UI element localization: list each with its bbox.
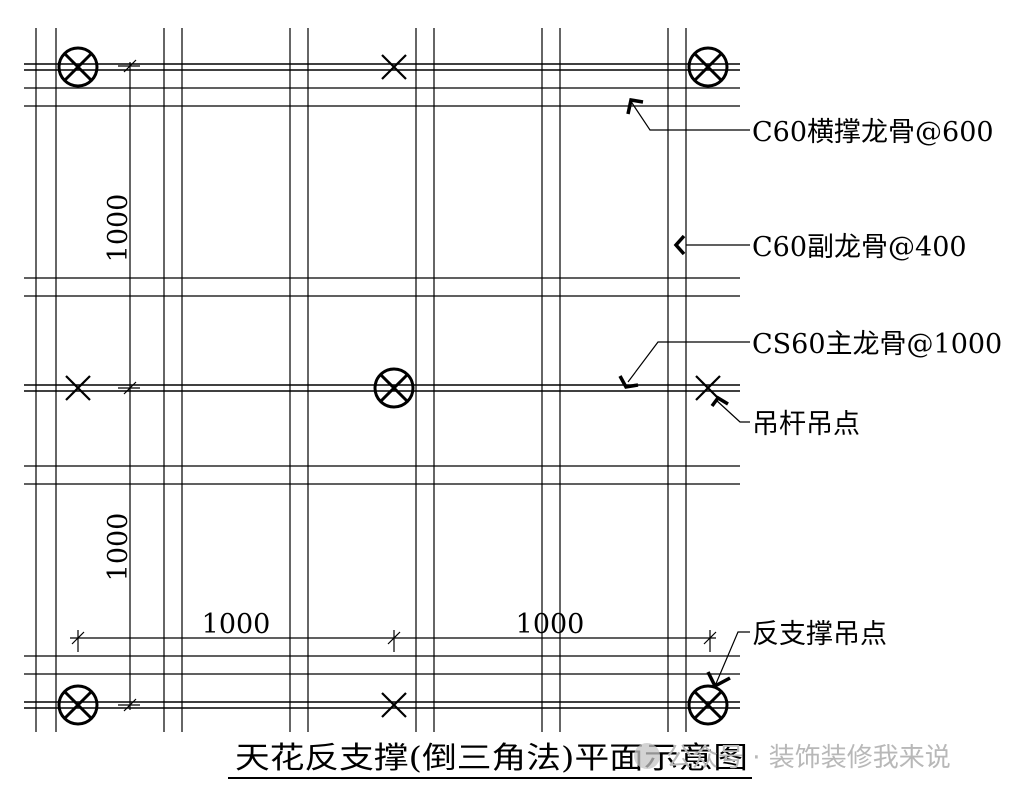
reverse-support-point (57, 684, 99, 726)
label-horizontal-bracing: C60横撑龙骨@600 (752, 117, 994, 148)
hanger-point-mark (695, 375, 721, 401)
horizontal-bracing-joists (24, 87, 740, 675)
label-secondary-joist: C60副龙骨@400 (752, 232, 967, 263)
drawing-title: 天花反支撑(倒三角法)平面示意图 (235, 741, 748, 776)
leader-main-joist (618, 341, 750, 389)
main-joists (24, 63, 740, 709)
dimension-lower-vertical: 1000 (103, 513, 134, 582)
hanger-point-mark (381, 692, 407, 718)
secondary-joists (35, 28, 687, 732)
leader-hanger-point (710, 395, 750, 423)
watermark: 公众号 · 装饰装修我来说 (634, 743, 951, 773)
label-hanger-point: 吊杆吊点 (752, 409, 860, 440)
reverse-support-point (373, 367, 415, 409)
reverse-support-point (687, 46, 729, 88)
leader-secondary-joist (673, 234, 750, 256)
wechat-icon (634, 743, 660, 769)
dimension-upper-vertical: 1000 (103, 194, 134, 263)
leader-horizontal-bracing (626, 97, 750, 131)
reverse-support-point (57, 46, 99, 88)
label-reverse-support-point: 反支撑吊点 (752, 619, 887, 650)
reverse-support-point (687, 684, 729, 726)
dimension-left-horizontal: 1000 (202, 609, 271, 640)
watermark-text: 公众号 · 装饰装修我来说 (666, 743, 951, 773)
hanger-point-mark (381, 54, 407, 80)
leader-reverse-support-point (706, 631, 750, 689)
hanger-point-mark (65, 375, 91, 401)
label-main-joist: CS60主龙骨@1000 (752, 329, 1002, 360)
dimension-lines (70, 59, 717, 712)
dimension-right-horizontal: 1000 (516, 609, 585, 640)
